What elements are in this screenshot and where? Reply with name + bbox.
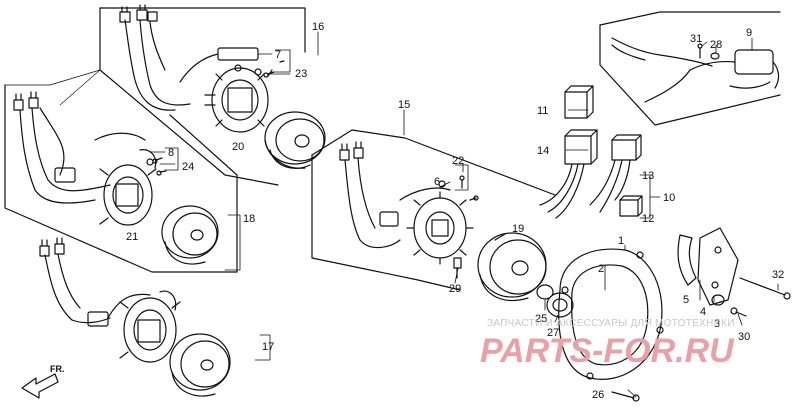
callout-20: 20 [232,141,244,153]
flywheel-20 [264,111,326,169]
callout-28: 28 [710,39,722,51]
callout-7: 7 [275,49,281,61]
callout-10: 10 [663,192,675,204]
front-direction-label: FR. [50,364,65,374]
watermark-tagline: ЗАПЧАСТИ И АКСЕССУАРЫ ДЛЯ МОТОТЕХНИКИ [487,318,735,329]
module-14 [539,129,598,219]
callout-15: 15 [398,99,410,111]
flywheel-19 [477,232,547,302]
callout-17: 17 [262,341,274,353]
screws-23 [263,60,285,78]
screws-24 [152,157,167,176]
callout-9: 9 [746,27,752,39]
callout-13: 13 [642,170,654,182]
grommet-3-4 [711,294,725,306]
callout-21: 21 [126,231,138,243]
group-frame-9 [599,11,781,126]
callout-5: 5 [683,294,689,306]
gasket-25 [536,284,554,300]
callout-1: 1 [618,235,624,247]
stator-assembly-16 [119,4,269,133]
callout-32: 32 [772,269,784,281]
callout-25: 25 [535,313,547,325]
bracket-5 [677,234,697,286]
coil-9 [611,37,780,103]
callout-19: 19 [512,223,524,235]
screws-22 [459,175,479,201]
callout-24: 24 [182,161,194,173]
group-frame-15 [311,129,556,291]
bolt-29 [453,257,462,279]
flywheel-17 [169,333,231,397]
harness-10 [589,134,643,217]
bolt-26 [611,391,640,402]
group-frame-18 [4,69,238,273]
callout-8: 8 [168,147,174,159]
callout-16: 16 [312,21,324,33]
callout-6: 6 [434,176,440,188]
module-11 [564,85,594,119]
callout-29: 29 [449,283,461,295]
cap-27 [546,292,574,318]
stator-assembly-18 [13,91,157,226]
callout-18: 18 [243,213,255,225]
callout-27: 27 [547,327,559,339]
callout-4: 4 [700,306,706,318]
watermark-brand: PARTS-FOR.RU [480,332,735,370]
watermark: ЗАПЧАСТИ И АКСЕССУАРЫ ДЛЯ МОТОТЕХНИКИ PA… [480,318,735,370]
flywheel-21 [161,205,219,265]
callout-12: 12 [642,213,654,225]
callout-numbers: 1 2 3 4 5 6 7 8 9 10 11 12 13 14 15 16 1… [126,21,784,401]
callout-31: 31 [690,33,702,45]
callout-3: 3 [714,318,720,330]
bracket-plate [697,227,739,306]
callout-2: 2 [598,263,604,275]
callout-30: 30 [738,331,750,343]
group-frame-16 [59,7,306,186]
callout-22: 22 [452,155,464,167]
callout-23: 23 [295,68,307,80]
stator-assembly-17 [39,237,181,363]
bolt-32 [739,277,791,300]
leader-lines [149,31,779,398]
callout-26: 26 [592,389,604,401]
fastener-28 [710,52,720,60]
front-direction-arrow [21,373,59,399]
callout-11: 11 [537,105,548,117]
bolt-30 [730,307,747,317]
fastener-31 [697,43,703,59]
callout-14: 14 [537,145,549,157]
stator-assembly-15 [339,141,474,265]
cover-1 [558,248,664,380]
